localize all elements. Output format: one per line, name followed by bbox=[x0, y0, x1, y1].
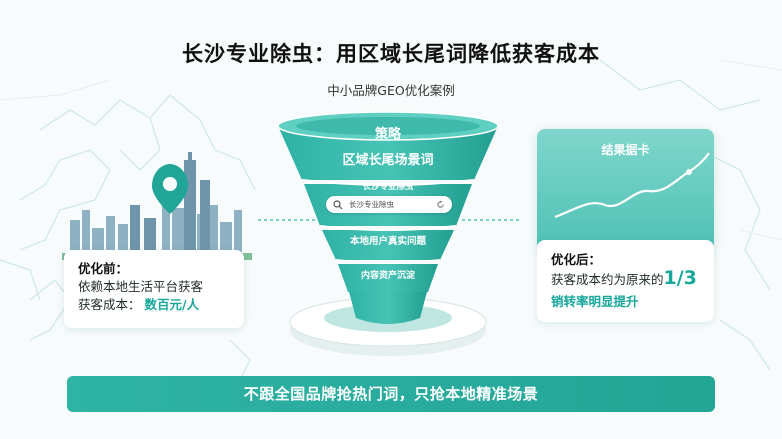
funnel-level-strategy: 策略 bbox=[374, 127, 401, 142]
refresh-icon bbox=[437, 200, 444, 208]
after-optimization-card: 优化后： 获客成本约为原来的1/3 销转率明显提升 bbox=[537, 240, 714, 322]
page-title: 长沙专业除虫：用区域长尾词降低获客成本 bbox=[182, 42, 600, 66]
search-icon bbox=[333, 199, 343, 209]
before-cost-value: 数百元/人 bbox=[144, 297, 200, 312]
result-card-title: 结果据卡 bbox=[601, 143, 650, 157]
connector-left bbox=[258, 219, 318, 221]
funnel-level-user-questions: 本地用户真实问题 bbox=[349, 236, 426, 247]
funnel-level-content-assets: 内容资产沉淀 bbox=[360, 271, 415, 281]
page-subtitle: 中小品牌GEO优化案例 bbox=[327, 83, 455, 98]
after-cost-text: 获客成本约为原来的 bbox=[551, 272, 664, 287]
search-query-text: 长沙专业除虫 bbox=[349, 200, 394, 209]
bottom-banner: 不跟全国品牌抢热门词，只抢本地精准场景 bbox=[67, 376, 715, 412]
strategy-funnel bbox=[277, 111, 499, 356]
funnel-level-service: 长沙专业除虫 bbox=[362, 182, 414, 192]
after-cost-ratio: 1/3 bbox=[663, 267, 697, 289]
location-pin-icon bbox=[152, 164, 188, 214]
connector-right bbox=[462, 219, 522, 221]
search-box[interactable]: 长沙专业除虫 bbox=[326, 196, 452, 213]
after-conversion-text: 销转率明显提升 bbox=[551, 294, 639, 309]
result-data-card: 结果据卡 bbox=[537, 129, 714, 251]
before-optimization-card: 优化前： 依赖本地生活平台获客 获客成本： 数百元/人 bbox=[64, 250, 244, 328]
before-cost-label: 获客成本： bbox=[78, 297, 141, 312]
before-cost-line: 获客成本： 数百元/人 bbox=[78, 296, 230, 314]
before-channel-text: 依赖本地生活平台获客 bbox=[78, 279, 204, 294]
funnel-level-keywords: 区域长尾场景词 bbox=[342, 153, 434, 168]
city-skyline-illustration bbox=[62, 152, 252, 260]
after-heading: 优化后： bbox=[551, 252, 602, 267]
growth-line-icon bbox=[554, 152, 710, 219]
before-heading: 优化前： bbox=[78, 261, 129, 276]
after-cost-line: 获客成本约为原来的1/3 bbox=[551, 269, 702, 289]
